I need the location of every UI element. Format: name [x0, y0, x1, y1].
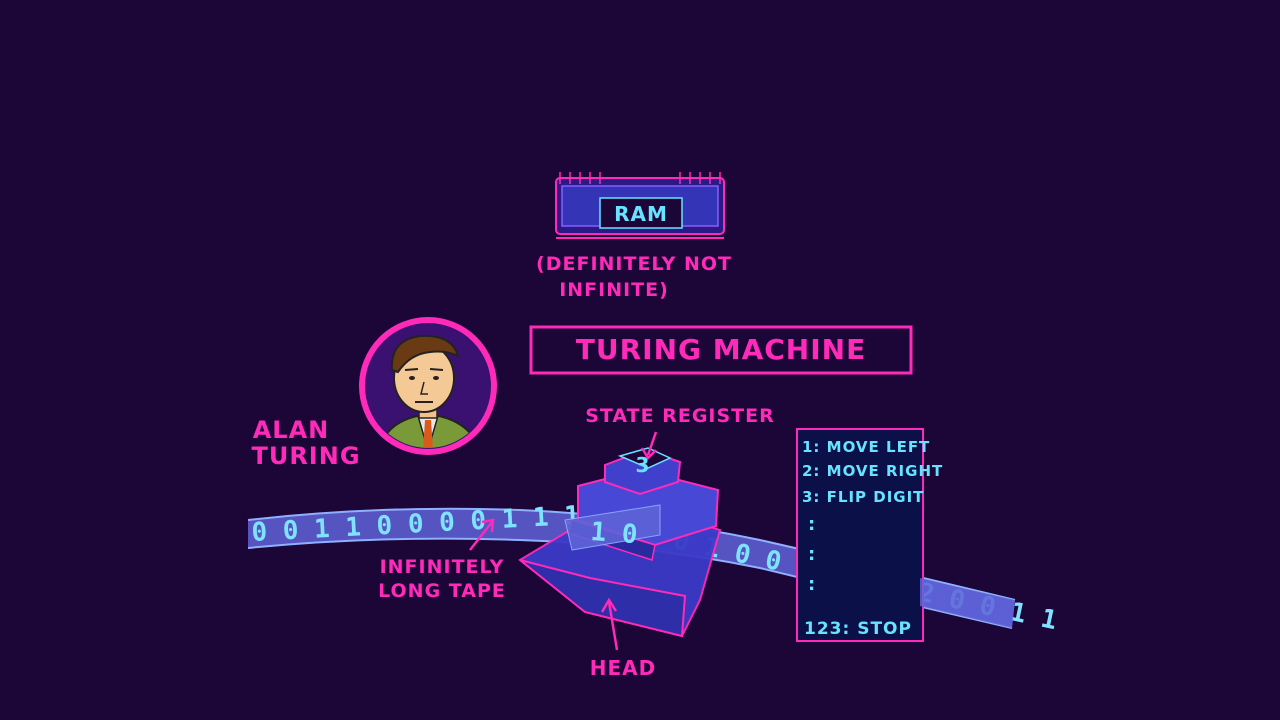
tape-tail: [920, 578, 1015, 628]
machine-head: 3 1 0: [518, 447, 722, 638]
state-register-value: 3: [636, 453, 651, 477]
instruction-2: 2: MOVE RIGHT: [802, 462, 943, 480]
instruction-ellipsis-mid: :: [808, 544, 816, 565]
instruction-ellipsis-bottom: :: [808, 574, 816, 595]
ram-caption-line1: (DEFINITELY NOT: [536, 253, 732, 275]
state-register-arrow: [640, 431, 658, 461]
person-name-line1: ALAN: [253, 416, 330, 444]
ram-label: RAM: [614, 202, 668, 226]
instruction-3: 3: FLIP DIGIT: [802, 488, 924, 506]
person-name-line2: TURING: [251, 442, 360, 470]
tape-arrow: [469, 518, 495, 551]
tape-label-line2: LONG TAPE: [378, 580, 506, 602]
head-label: HEAD: [590, 656, 656, 680]
instruction-1: 1: MOVE LEFT: [802, 438, 930, 456]
ram-module: RAM: [555, 172, 725, 239]
instruction-ellipsis-top: :: [808, 514, 816, 535]
head-arrow: [600, 597, 619, 651]
alan-turing-portrait: [359, 317, 497, 455]
ram-caption-line2: INFINITE): [559, 279, 669, 301]
instruction-last: 123: STOP: [804, 619, 912, 639]
diagram-title: TURING MACHINE: [576, 333, 866, 366]
state-register-label: STATE REGISTER: [585, 405, 774, 427]
instruction-table: 1: MOVE LEFT 2: MOVE RIGHT 3: FLIP DIGIT…: [796, 428, 943, 642]
title-box: [529, 325, 913, 375]
tape-digits-mid: 1 0: [590, 517, 639, 550]
tape-label-line1: INFINITELY: [380, 556, 505, 578]
